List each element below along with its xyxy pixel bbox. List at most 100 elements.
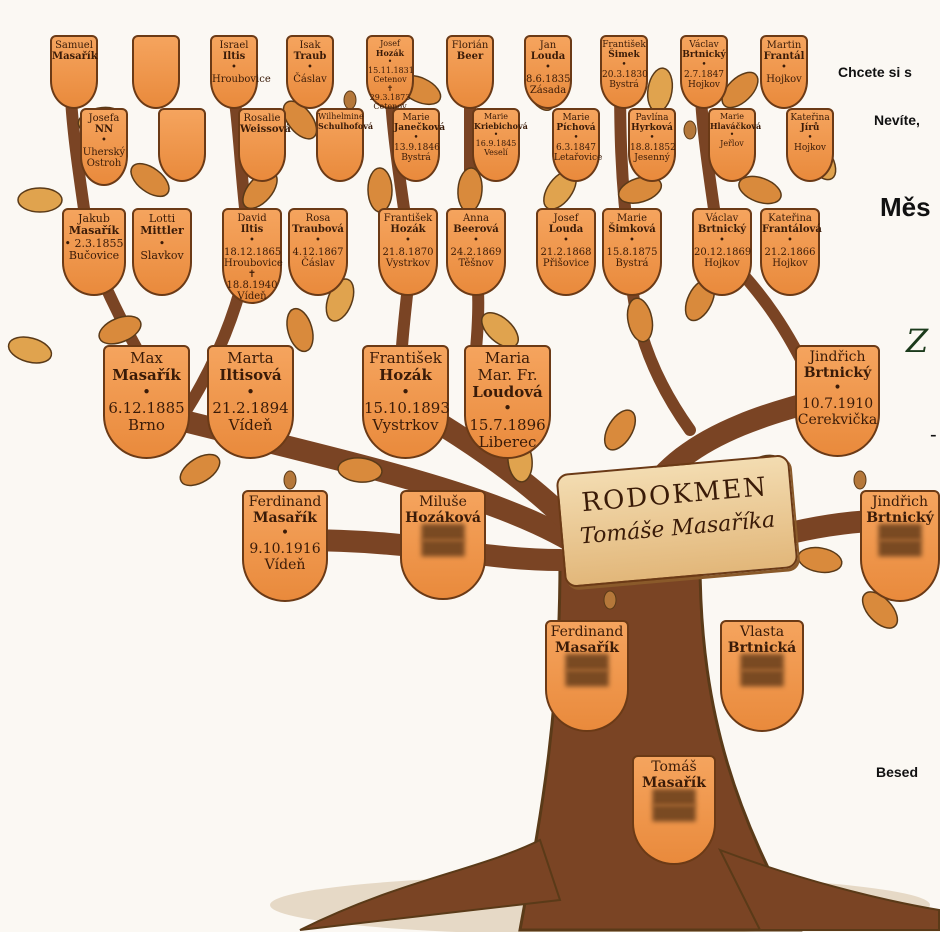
person-line: Liberec <box>478 432 537 451</box>
person-line: Hroubovice <box>212 73 271 85</box>
redacted-text: ████ <box>652 806 696 823</box>
person-line: • 18.12.1865 <box>224 235 282 258</box>
acorn <box>603 590 617 610</box>
person-line: Vídeň <box>237 291 267 303</box>
person-line: Kriebichová <box>474 120 528 131</box>
person-line: ✝ 18.8.1940 <box>226 268 278 292</box>
redacted-text: ████ <box>421 541 465 558</box>
person-line: Anna <box>462 213 490 224</box>
oak-leaf <box>646 67 674 113</box>
person-line: • 2.3.1855 <box>64 236 124 250</box>
person-line: • 21.8.1870 <box>382 235 434 258</box>
redacted-text: ████ <box>421 525 465 542</box>
person-line: Brtnický <box>866 509 934 526</box>
person-line: • 20.3.1830 <box>602 60 648 81</box>
person-line: Masařík <box>52 51 98 63</box>
person-line: Israel <box>219 40 249 51</box>
person-line: Ostroh <box>86 157 122 169</box>
person-line: Frantálová <box>762 224 822 236</box>
person-line: Píchová <box>556 123 596 134</box>
oak-leaf <box>603 409 637 451</box>
oak-leaf <box>797 546 843 574</box>
person-line: Jakub <box>78 212 110 225</box>
oak-leaf <box>337 457 383 483</box>
person-line: Václav <box>705 213 739 224</box>
person-line: Iltis <box>222 51 246 63</box>
person-line: Vystrkov <box>372 416 439 435</box>
person-line: Ferdinand <box>248 494 322 510</box>
person-line: Zásada <box>529 84 567 96</box>
title-banner: RODOKMEN Tomáše Masaříka <box>555 454 799 588</box>
person-line: Čáslav <box>301 257 335 269</box>
person-line: Janečková <box>394 123 446 134</box>
person-line: • <box>158 236 166 250</box>
person-line: Masařík <box>68 224 120 238</box>
person-line: • <box>729 129 735 139</box>
person-line: Vídeň <box>264 556 306 573</box>
person-line: Hojkov <box>766 73 802 85</box>
person-line: František <box>383 213 433 224</box>
person-line: Iltis <box>240 224 264 236</box>
person-line: • <box>781 62 787 74</box>
side-text-1: Chcete si s <box>838 64 912 80</box>
person-line: Hyrková <box>631 123 673 134</box>
person-shield-blank-1 <box>132 35 180 109</box>
oak-leaf <box>98 315 142 345</box>
side-text-5: - <box>930 424 937 446</box>
person-line: Beerová <box>453 224 499 236</box>
person-line: Jindřich <box>871 494 929 510</box>
person-line: David <box>237 213 267 224</box>
person-line: Hozák <box>379 365 432 384</box>
person-line: • 6.3.1847 <box>555 133 597 154</box>
person-line: Bučovice <box>68 248 120 262</box>
person-line: Louda <box>548 224 584 236</box>
person-line: Jindřich <box>809 349 866 365</box>
person-line: Brtnický <box>682 50 726 61</box>
acorn <box>283 470 297 490</box>
person-line: Masařík <box>253 509 317 526</box>
oak-leaf <box>179 453 221 487</box>
person-line: • <box>101 135 107 147</box>
person-line: • 9.10.1916 <box>249 525 321 558</box>
person-line: Marie <box>483 112 509 121</box>
person-line: • 21.2.1866 <box>764 235 816 258</box>
oak-leaf <box>721 71 759 109</box>
redacted-text: ████ <box>878 525 922 542</box>
person-line: Josef <box>553 213 579 224</box>
person-line: • 15.11.1831 <box>368 56 414 75</box>
person-line: Florián <box>451 40 489 51</box>
person-line: • 16.9.1845 <box>475 129 517 148</box>
person-line: Pavlína <box>635 113 669 123</box>
person-line: Marta <box>227 349 274 367</box>
person-line: Bystrá <box>401 153 431 164</box>
oak-leaf <box>861 591 899 629</box>
person-line: • 24.2.1869 <box>450 235 502 258</box>
oak-leaf <box>738 175 782 205</box>
person-line: Iltisová <box>219 365 282 384</box>
oak-leaf <box>286 307 314 353</box>
person-shield-blank-2 <box>158 108 206 182</box>
person-line: Louda <box>530 51 566 63</box>
redacted-text: ████ <box>878 541 922 558</box>
person-line: • 6.12.1885 <box>108 382 185 418</box>
side-text-4: Z <box>906 322 929 360</box>
